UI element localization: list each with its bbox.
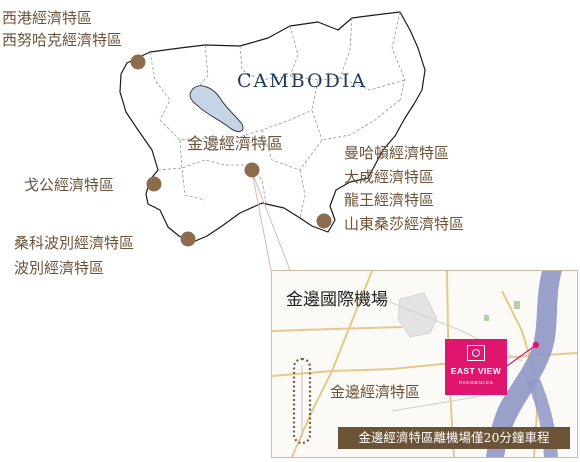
zone-label-line: 龍王經濟特區 xyxy=(344,191,435,209)
province-lines xyxy=(149,11,406,219)
leader-lines xyxy=(251,171,291,271)
marker-sihanoukville[interactable] xyxy=(180,231,196,247)
marker-koh-kong[interactable] xyxy=(146,176,162,192)
zone-label-line: 大成經濟特區 xyxy=(344,167,435,186)
tonle-sap-lake xyxy=(189,85,244,132)
zone-label-bavet: 曼哈頓經濟特區 大成經濟特區 龍王經濟特區 山東桑莎經濟特區 xyxy=(344,142,464,236)
zone-label-sihanoukville: 桑科波別經濟特區 波別經濟特區 xyxy=(14,231,134,281)
country-label: CAMBODIA xyxy=(237,70,368,92)
marker-phnom-penh[interactable] xyxy=(244,162,260,178)
zone-label-line: 金邊經濟特區 xyxy=(187,134,284,153)
zone-label-poipet: 西港經濟特區 西努哈克經濟特區 xyxy=(2,7,122,51)
inset-sez-label: 金邊經濟特區 xyxy=(330,383,421,401)
zone-label-line: 曼哈頓經濟特區 xyxy=(344,144,450,162)
zone-label-line: 戈公經濟特區 xyxy=(24,176,115,194)
airport-label: 金邊國際機場 xyxy=(286,290,388,310)
east-view-logo[interactable]: EAST VIEW RESIDENCES xyxy=(445,339,507,395)
zone-label-line: 山東桑莎經濟特區 xyxy=(344,214,465,233)
zone-label-phnom-penh: 金邊經濟特區 xyxy=(187,133,283,155)
zone-label-line: 桑科波別經濟特區 xyxy=(14,234,135,252)
east-view-name: EAST VIEW xyxy=(450,366,502,376)
zone-label-line: 西港經濟特區 xyxy=(2,9,93,27)
marker-poipet[interactable] xyxy=(130,54,146,70)
marker-bavet[interactable] xyxy=(316,213,332,229)
east-view-subtitle: RESIDENCES xyxy=(458,380,494,385)
zone-label-koh-kong: 戈公經濟特區 xyxy=(24,174,114,196)
east-view-logo-icon xyxy=(467,345,485,361)
zone-label-line: 西努哈克經濟特區 xyxy=(2,31,123,49)
distance-banner: 金邊經濟特區離機場僅20分鐘車程 xyxy=(338,427,570,449)
inset-roads xyxy=(272,271,577,457)
country-border xyxy=(119,11,426,243)
zone-label-line: 波別經濟特區 xyxy=(14,259,105,277)
inset-map: 金邊國際機場 金邊經濟特區 EAST VIEW RESIDENCES 金邊經濟特… xyxy=(271,270,578,458)
